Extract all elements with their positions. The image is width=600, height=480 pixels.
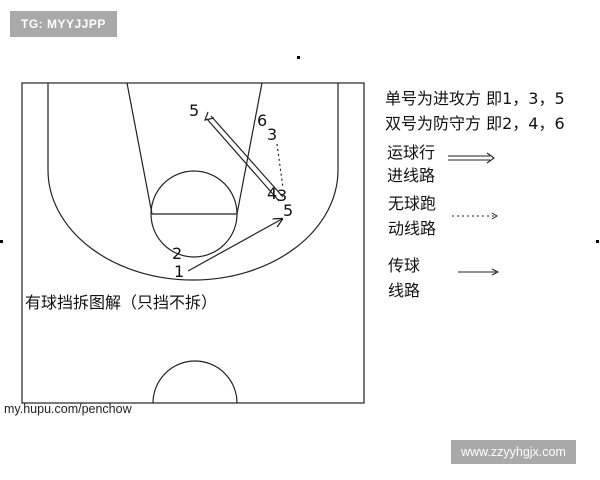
legend-odd-numbers: 单号为进攻方 即1，3，5 — [385, 89, 565, 108]
dribble-path-b — [206, 118, 280, 202]
legend-offball-label-line2: 动线路 — [388, 219, 437, 238]
player-label-defense-2: 2 — [172, 244, 183, 263]
center-circle-half — [152, 360, 238, 404]
legend-pass-label-line1: 传球 — [388, 256, 421, 275]
player-label-offense-5-destination: 5 — [189, 101, 200, 120]
player-label-defense-4: 4 — [267, 184, 278, 203]
legend-even-numbers: 双号为防守方 即2，4，6 — [385, 114, 565, 133]
player-label-defense-6: 6 — [257, 111, 268, 130]
source-watermark: my.hupu.com/penchow — [4, 402, 132, 416]
court-boundary — [21, 82, 365, 404]
legend-offball-arrow — [491, 212, 498, 220]
player-label-offense-3-screen: 3 — [277, 186, 288, 205]
edge-marker-right — [596, 240, 599, 243]
screen-run-path — [276, 143, 284, 189]
legend-pass-arrow — [491, 268, 500, 276]
top-watermark-badge: TG: MYYJJPP — [10, 11, 117, 37]
pass-path — [187, 219, 282, 272]
player-label-offense-5: 5 — [283, 201, 294, 220]
dribble-arrowhead — [204, 111, 215, 121]
legend-dribble-label-line2: 进线路 — [387, 166, 436, 185]
legend-dribble-label-line1: 运球行 — [387, 143, 436, 162]
free-throw-circle — [150, 170, 238, 258]
bottom-watermark-badge: www.zzyyhgjx.com — [451, 440, 576, 464]
legend-dribble-arrow — [486, 152, 495, 164]
three-point-line — [47, 83, 339, 281]
edge-marker-top — [297, 56, 300, 59]
lane-line-left — [126, 82, 153, 215]
legend-offball-label-line1: 无球跑 — [388, 194, 437, 213]
diagram-title: 有球挡拆图解（只挡不拆） — [25, 293, 218, 312]
player-label-offense-3: 3 — [267, 125, 278, 144]
legend-pass-label-line2: 线路 — [388, 281, 421, 300]
edge-marker-left — [0, 240, 3, 243]
player-label-offense-1: 1 — [174, 262, 185, 281]
dribble-path-a — [210, 115, 284, 198]
lane-line-right — [236, 82, 263, 215]
